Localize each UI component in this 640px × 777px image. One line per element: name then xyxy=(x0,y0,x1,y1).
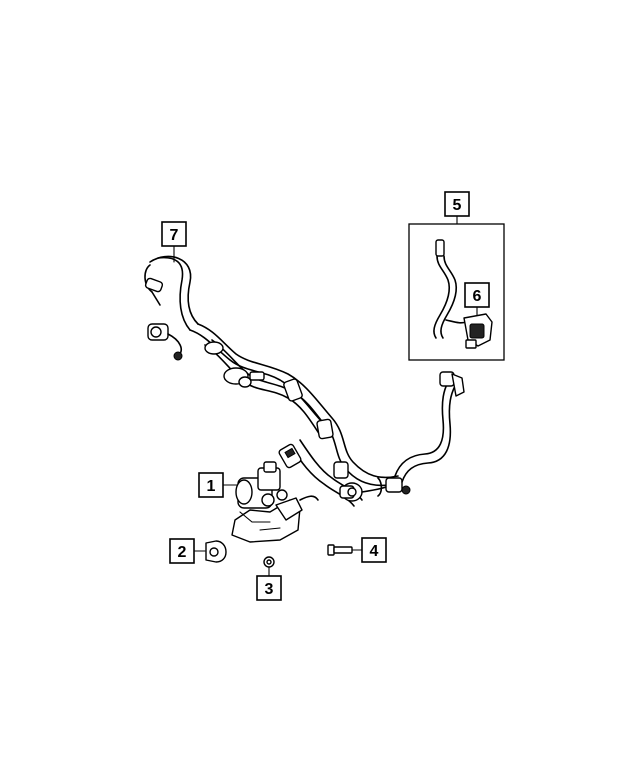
callout-5-label: 5 xyxy=(453,197,462,214)
sensor-hose xyxy=(433,239,467,339)
clip-part xyxy=(205,540,227,563)
callout-7-label: 7 xyxy=(170,227,179,244)
callout-6[interactable]: 6 xyxy=(464,282,490,308)
callout-1-label: 1 xyxy=(207,478,216,495)
callout-3[interactable]: 3 xyxy=(256,575,282,601)
pump-assembly xyxy=(231,461,319,543)
callout-2[interactable]: 2 xyxy=(169,538,195,564)
callout-1[interactable]: 1 xyxy=(198,472,224,498)
callout-3-label: 3 xyxy=(265,581,274,598)
sensor-part xyxy=(463,313,493,349)
callout-2-label: 2 xyxy=(178,544,187,561)
sub-assembly-frame xyxy=(408,223,505,361)
callout-7[interactable]: 7 xyxy=(161,221,187,247)
nut-part xyxy=(263,556,275,568)
bolt-part xyxy=(327,544,353,556)
callout-4-label: 4 xyxy=(370,543,379,560)
callout-6-label: 6 xyxy=(473,288,482,305)
hose-assembly xyxy=(144,255,465,507)
callout-5[interactable]: 5 xyxy=(444,191,470,217)
callout-4[interactable]: 4 xyxy=(361,537,387,563)
